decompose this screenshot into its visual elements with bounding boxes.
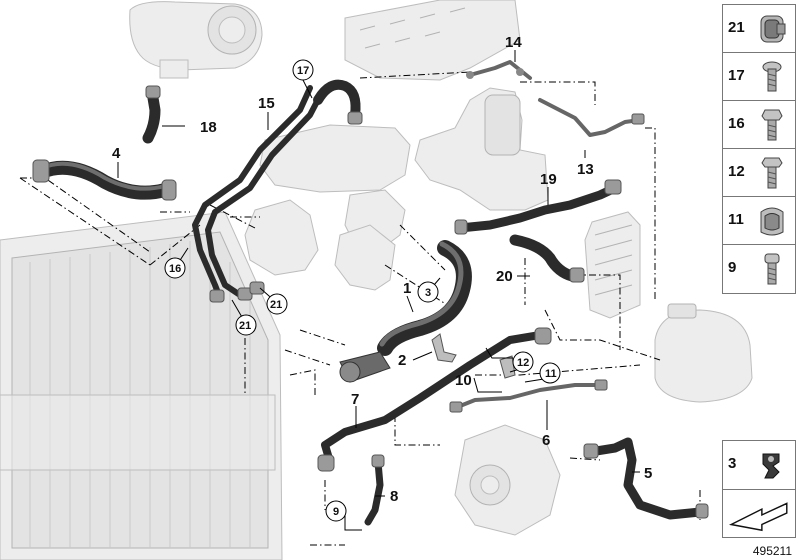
clamp-icon	[760, 207, 784, 236]
connection-lines	[19, 71, 701, 546]
legend-number: 16	[728, 115, 745, 132]
callout-18[interactable]: 18	[200, 119, 217, 136]
legend-number: 3	[728, 455, 737, 472]
callout-20[interactable]: 20	[496, 268, 513, 285]
parts-legend: 21 17 16 12 11	[722, 4, 796, 294]
radiator-ghost	[0, 211, 283, 560]
legend-number: 12	[728, 163, 745, 180]
egr-cooler-ghost	[259, 124, 411, 193]
callout-8[interactable]: 8	[390, 488, 398, 505]
hose-8[interactable]	[364, 454, 385, 526]
cylinder-head-ghost	[344, 0, 521, 81]
bolt-icon	[762, 61, 782, 92]
legend-item-21[interactable]: 21	[723, 5, 795, 53]
clip-10[interactable]	[499, 355, 516, 379]
legend-number: 9	[728, 259, 737, 276]
callout-5[interactable]: 5	[644, 465, 652, 482]
pipe-14[interactable]	[466, 60, 532, 80]
callout-17[interactable]: 17	[297, 65, 309, 77]
turbocharger-ghost	[129, 1, 263, 79]
hose-20[interactable]	[509, 234, 585, 283]
hose-4[interactable]	[32, 159, 177, 201]
callout-7[interactable]: 7	[351, 391, 359, 408]
callout-16[interactable]: 16	[169, 263, 181, 275]
hose-clamp-icon	[760, 15, 786, 43]
legend-item-9[interactable]: 9	[723, 245, 795, 293]
legend-arrow	[723, 490, 795, 538]
pipe-13[interactable]	[538, 98, 645, 137]
callout-9[interactable]: 9	[333, 506, 339, 518]
callout-19[interactable]: 19	[540, 171, 557, 188]
hex-bolt-icon	[761, 109, 783, 141]
leader-lines	[117, 50, 640, 531]
pipe-6[interactable]	[449, 379, 608, 413]
hose-1[interactable]	[339, 240, 472, 383]
callout-labels: 18 4 15 17 14 13 19 20 16 21 21 1 3 2 7 …	[112, 34, 652, 522]
clip-icon	[762, 453, 780, 479]
hose-7[interactable]	[317, 327, 552, 472]
callout-15[interactable]: 15	[258, 95, 275, 112]
expansion-tank-ghost	[654, 303, 753, 403]
legend-item-17[interactable]: 17	[723, 53, 795, 101]
oil-filter-housing-ghost	[414, 87, 549, 211]
oil-cooler-ghost	[584, 211, 641, 319]
clip-2[interactable]	[431, 333, 457, 363]
callout-12[interactable]: 12	[517, 357, 529, 369]
legend-number: 17	[728, 67, 745, 84]
callout-21b[interactable]: 21	[270, 299, 282, 311]
callout-2[interactable]: 2	[398, 352, 406, 369]
thermostat-housing-ghost	[244, 189, 406, 291]
diagram-number: 495211	[752, 544, 792, 558]
callout-13[interactable]: 13	[577, 161, 594, 178]
legend-item-12[interactable]: 12	[723, 149, 795, 197]
legend-number: 21	[728, 19, 745, 36]
hose-17[interactable]	[313, 79, 363, 125]
hose-18[interactable]	[142, 85, 161, 144]
legend-item-11[interactable]: 11	[723, 197, 795, 245]
callout-21a[interactable]: 21	[239, 320, 251, 332]
screw-icon	[764, 253, 780, 285]
hex-bolt-icon	[761, 157, 783, 189]
callout-10[interactable]: 10	[455, 372, 472, 389]
water-pump-ghost	[454, 424, 561, 536]
direction-arrow-icon	[728, 502, 788, 532]
callout-4[interactable]: 4	[112, 145, 121, 162]
hose-19[interactable]	[454, 179, 622, 235]
hose-5[interactable]	[583, 437, 709, 520]
callout-11[interactable]: 11	[545, 368, 557, 380]
callout-14[interactable]: 14	[505, 34, 522, 51]
pipe-15[interactable]	[192, 85, 325, 303]
parts-legend-secondary: 3	[722, 440, 796, 538]
callout-6[interactable]: 6	[542, 432, 550, 449]
legend-number: 11	[728, 211, 744, 228]
callout-1[interactable]: 1	[403, 280, 411, 297]
legend-item-3[interactable]: 3	[723, 441, 795, 490]
clamp-21[interactable]	[249, 281, 265, 295]
callout-3[interactable]: 3	[425, 287, 431, 299]
legend-item-16[interactable]: 16	[723, 101, 795, 149]
